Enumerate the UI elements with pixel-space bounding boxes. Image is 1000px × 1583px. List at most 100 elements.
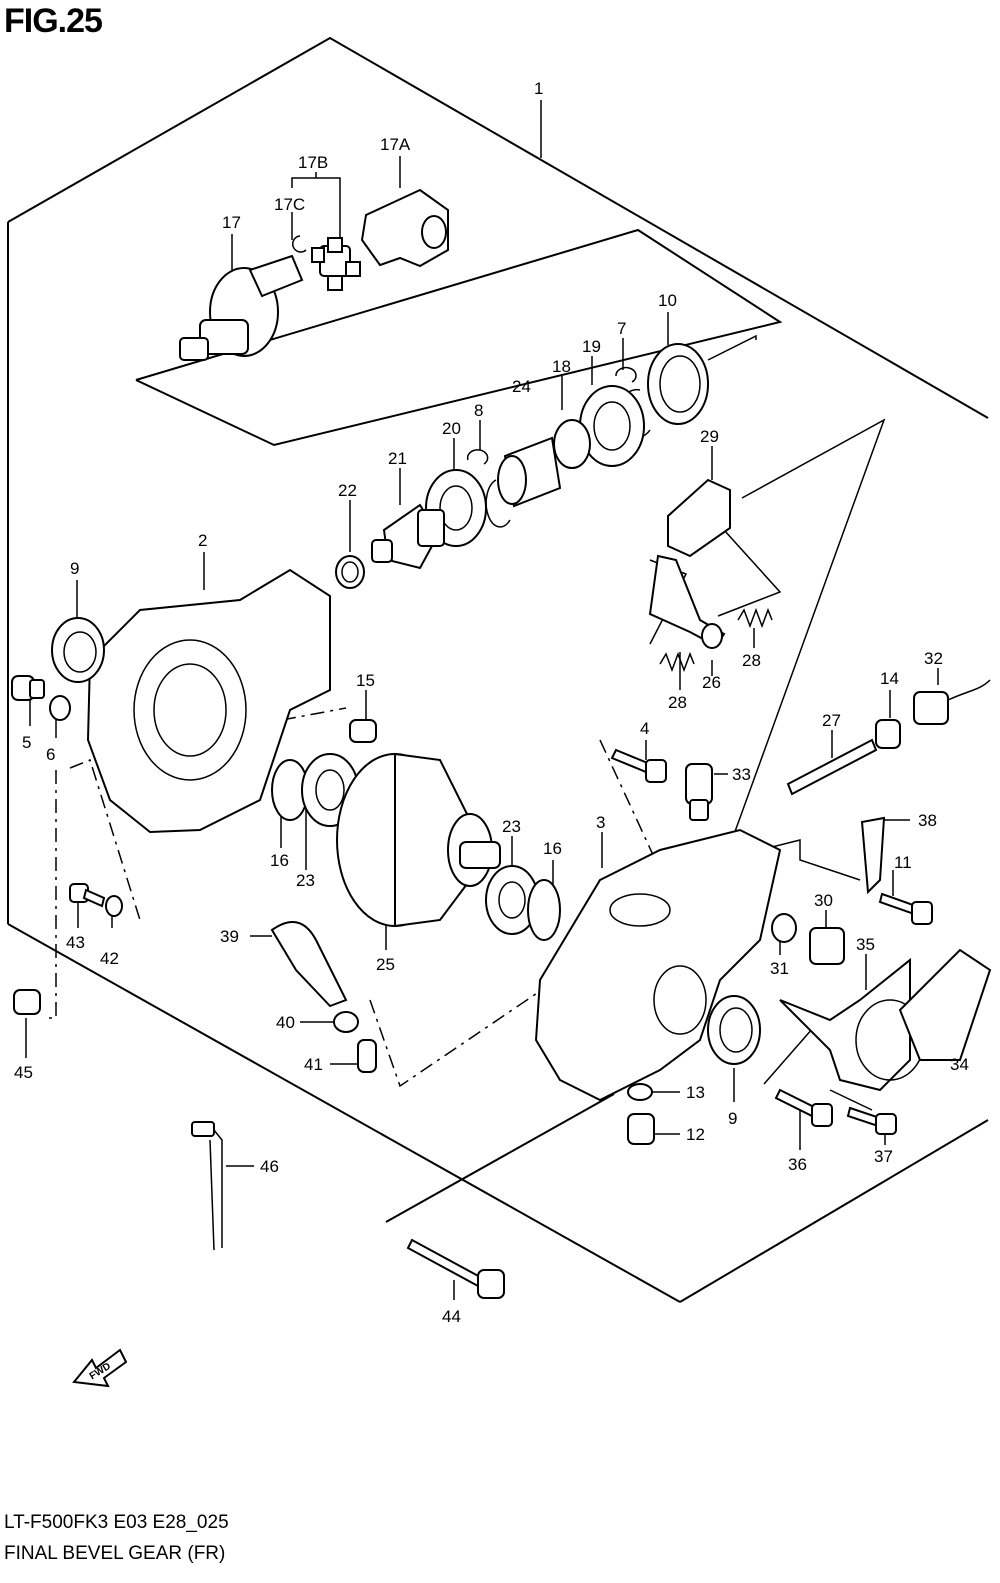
callout-16-right: 16 — [543, 839, 562, 858]
shift-bracket — [667, 478, 731, 558]
circlip — [292, 235, 307, 253]
callout-6: 6 — [46, 745, 55, 764]
callout-8: 8 — [474, 401, 483, 420]
callout-5: 5 — [22, 733, 31, 752]
callout-27: 27 — [822, 711, 841, 730]
callout-25: 25 — [376, 955, 395, 974]
callout-31: 31 — [770, 959, 789, 978]
fwd-arrow-icon: FWD — [72, 1348, 128, 1388]
shim-right — [527, 879, 561, 941]
universal-joint-spider — [311, 237, 361, 291]
callout-20: 20 — [442, 419, 461, 438]
oil-seal-right — [707, 995, 761, 1065]
callout-1: 1 — [534, 79, 543, 98]
o-ring — [771, 913, 797, 943]
drain-plug — [627, 1113, 655, 1145]
callout-9-right: 9 — [728, 1109, 737, 1128]
coupling-shaft — [179, 254, 304, 361]
main-assembly-frame — [7, 36, 989, 1303]
spring-lower — [659, 651, 695, 673]
bolt-43 — [69, 883, 106, 908]
breather-pipe — [357, 1039, 377, 1073]
yoke — [360, 188, 449, 268]
callout-44: 44 — [442, 1307, 461, 1326]
callout-34: 34 — [950, 1055, 969, 1074]
callout-46: 46 — [260, 1157, 279, 1176]
bolt-11 — [878, 892, 933, 925]
gasket — [49, 695, 71, 721]
drain-gasket — [627, 1083, 653, 1101]
dowel-pin — [349, 719, 377, 743]
callout-18: 18 — [552, 357, 571, 376]
callout-40: 40 — [276, 1013, 295, 1032]
callout-43: 43 — [66, 933, 85, 952]
callout-17B: 17B — [298, 153, 328, 172]
bearing-sleeve — [497, 436, 562, 508]
breather-hose — [191, 1121, 223, 1251]
callout-28-lower: 28 — [668, 693, 687, 712]
shift-shaft — [786, 738, 878, 796]
callout-33: 33 — [732, 765, 751, 784]
circlip-7 — [615, 366, 637, 383]
callout-17A: 17A — [380, 135, 411, 154]
callout-7: 7 — [617, 319, 626, 338]
wire-clamp — [860, 816, 886, 895]
callout-17C: 17C — [274, 195, 305, 214]
callout-4: 4 — [640, 719, 649, 738]
long-bolt-44 — [406, 1238, 505, 1299]
callout-labels: 1 2 3 4 5 6 7 8 9 9 10 11 12 13 14 15 16… — [14, 79, 969, 1326]
callout-22: 22 — [338, 481, 357, 500]
breather-boot — [270, 921, 348, 1008]
gear-case-cover — [86, 568, 331, 834]
callout-32: 32 — [924, 649, 943, 668]
bearing-19 — [579, 385, 645, 467]
leader-lines — [25, 100, 939, 1300]
figure-title: FIG.25 — [4, 2, 103, 40]
shift-fork — [648, 554, 726, 649]
callout-30: 30 — [814, 891, 833, 910]
callout-3: 3 — [596, 813, 605, 832]
oil-seal — [647, 343, 709, 425]
gear-case — [534, 828, 782, 1102]
callout-21: 21 — [388, 449, 407, 468]
bolt-subframe — [385, 1093, 615, 1223]
callout-35: 35 — [856, 935, 875, 954]
drive-pinion — [371, 503, 445, 570]
oil-seal-left — [51, 617, 105, 683]
filler-plug — [11, 675, 45, 701]
callout-23-left: 23 — [296, 871, 315, 890]
callout-17: 17 — [222, 213, 241, 232]
coupling-subframe — [135, 228, 783, 447]
callout-15: 15 — [356, 671, 375, 690]
callout-10: 10 — [658, 291, 677, 310]
actuator-motor — [898, 948, 992, 1061]
callout-29: 29 — [700, 427, 719, 446]
hose-clamp — [333, 1011, 359, 1033]
position-switch — [685, 763, 713, 821]
callout-19: 19 — [582, 337, 601, 356]
figure-name: FINAL BEVEL GEAR (FR) — [4, 1543, 226, 1564]
callout-38: 38 — [918, 811, 937, 830]
callout-37: 37 — [874, 1147, 893, 1166]
actuator-housing — [779, 957, 925, 1092]
nut-45 — [13, 989, 41, 1015]
callout-26: 26 — [702, 673, 721, 692]
callout-23-right: 23 — [502, 817, 521, 836]
bolt-36 — [774, 1088, 833, 1127]
bolt-37 — [846, 1106, 897, 1135]
washer-42 — [105, 895, 123, 917]
callout-11: 11 — [894, 853, 912, 872]
seal-cap — [875, 719, 901, 749]
callout-24: 24 — [512, 377, 531, 396]
callout-28-upper: 28 — [742, 651, 761, 670]
callout-12: 12 — [686, 1125, 705, 1144]
callout-39: 39 — [220, 927, 239, 946]
callout-14: 14 — [880, 669, 899, 688]
bolt-4 — [610, 748, 667, 783]
circlip-8 — [466, 449, 489, 465]
snap-ring-2 — [485, 479, 511, 528]
callout-2: 2 — [198, 531, 207, 550]
spring-upper — [737, 607, 773, 629]
spacer — [553, 419, 591, 469]
speed-sensor — [913, 679, 991, 725]
